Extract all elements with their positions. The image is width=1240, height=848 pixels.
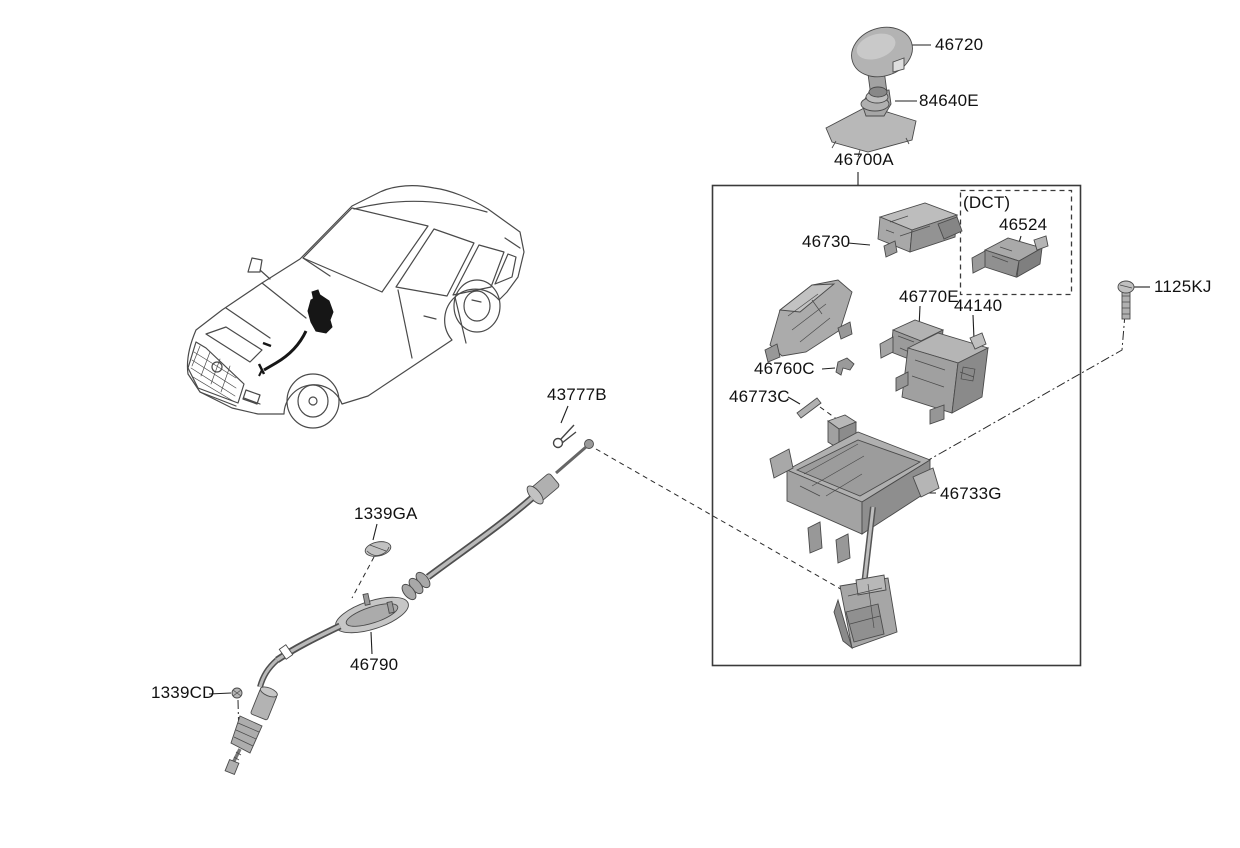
car-mirror bbox=[247, 257, 271, 280]
part-label-46760c: 46760C bbox=[754, 359, 815, 378]
part-44140-bracket bbox=[895, 332, 990, 425]
car-front-wheel bbox=[286, 373, 340, 429]
part-label-46730: 46730 bbox=[802, 232, 851, 251]
car-headlight bbox=[205, 326, 263, 363]
car-side-windows bbox=[395, 228, 517, 297]
dct-variant-box bbox=[959, 189, 1073, 296]
part-84640e-boot bbox=[825, 86, 917, 158]
part-46760c-clip bbox=[835, 357, 855, 376]
part-label-44140: 44140 bbox=[954, 296, 1003, 315]
car-grille bbox=[187, 341, 245, 404]
part-label-46790: 46790 bbox=[350, 655, 399, 674]
car-shifter-highlight bbox=[257, 289, 334, 377]
vehicle-illustration bbox=[186, 185, 525, 429]
part-1339ga-clip bbox=[364, 541, 392, 557]
reference-lines bbox=[237, 313, 1126, 743]
part-label-46770e: 46770E bbox=[899, 287, 959, 306]
part-label-1339ga: 1339GA bbox=[354, 504, 418, 523]
part-46773c-pin bbox=[796, 397, 822, 419]
part-label-84640e: 84640E bbox=[919, 91, 979, 110]
dct-box-caption: (DCT) bbox=[963, 193, 1011, 212]
part-label-1339cd: 1339CD bbox=[151, 683, 215, 702]
part-46730-bracket bbox=[877, 202, 963, 258]
part-label-43777b: 43777B bbox=[547, 385, 607, 404]
car-rear-wheel bbox=[453, 279, 501, 333]
part-1339cd-nut bbox=[231, 687, 243, 699]
part-label-46773c: 46773C bbox=[729, 387, 790, 406]
part-43777b-cotter-pin bbox=[552, 424, 577, 449]
main-assembly-box bbox=[711, 184, 1082, 667]
part-46733g-base-bracket bbox=[769, 414, 940, 564]
part-46790-cable-assembly bbox=[224, 439, 594, 776]
part-lever-assembly bbox=[833, 506, 898, 650]
part-1125kj-bolt bbox=[1117, 280, 1135, 320]
part-label-46700a: 46700A bbox=[834, 150, 894, 169]
part-label-1125kj: 1125KJ bbox=[1154, 277, 1212, 296]
part-46524-dct-unit bbox=[971, 235, 1049, 278]
part-label-46524: 46524 bbox=[999, 215, 1048, 234]
car-silhouette bbox=[186, 185, 525, 415]
leader-lines bbox=[208, 44, 1150, 695]
part-label-46720: 46720 bbox=[935, 35, 984, 54]
part-46760c-bracket bbox=[764, 279, 853, 363]
car-windshield bbox=[302, 207, 429, 293]
part-label-46733g: 46733G bbox=[940, 484, 1002, 503]
